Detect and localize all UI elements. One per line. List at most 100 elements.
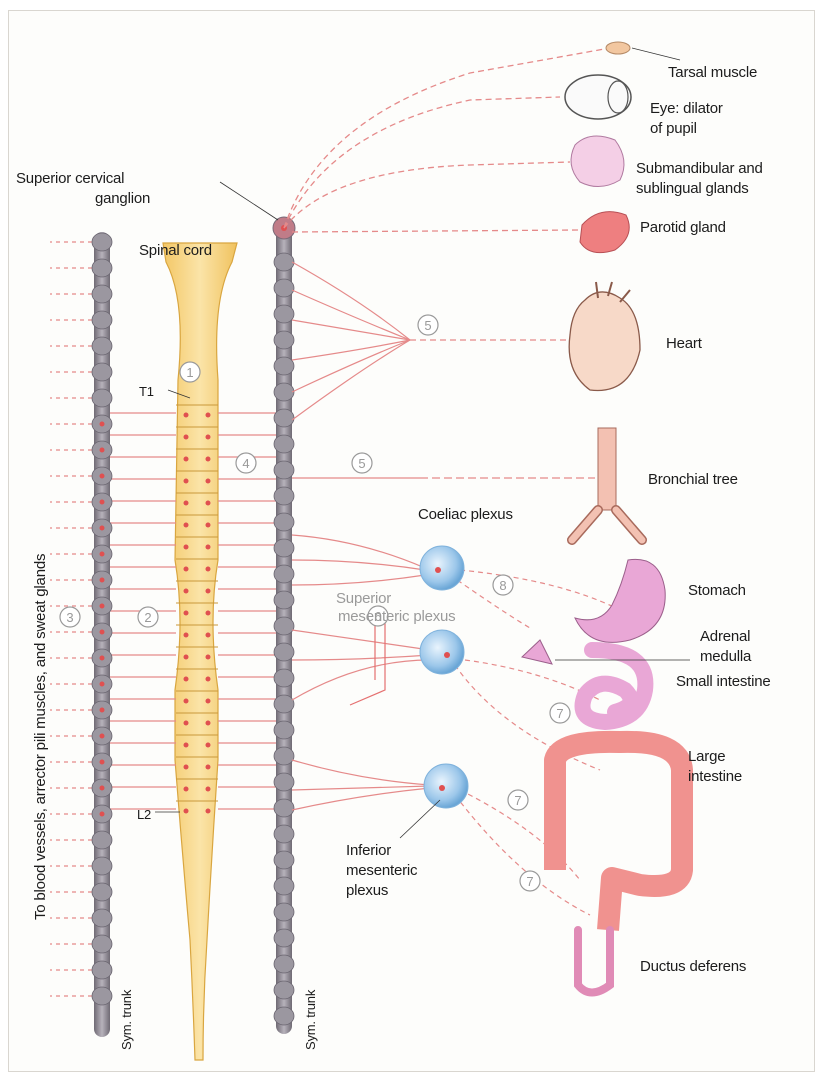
label-stomach: Stomach (688, 582, 746, 599)
submandibular-gland-icon (571, 136, 624, 187)
cord-neuron-dot (184, 501, 189, 506)
right-trunk-ganglion (274, 461, 294, 479)
cord-neuron-dot (206, 567, 211, 572)
cord-neuron-dot (206, 545, 211, 550)
cord-neuron-dot (184, 677, 189, 682)
inferior-mesenteric-ganglion (424, 764, 468, 808)
left-synapse-dot (100, 630, 105, 635)
cord-neuron-dot (184, 809, 189, 814)
cord-neuron-dot (184, 787, 189, 792)
adrenal-medulla-icon (522, 640, 552, 664)
cord-neuron-dot (184, 589, 189, 594)
right-trunk-ganglion (274, 981, 294, 999)
label-parotid-gland: Parotid gland (640, 219, 726, 236)
cord-neuron-dot (184, 413, 189, 418)
label-inferior-mesenteric-3: plexus (346, 882, 388, 899)
cord-neuron-dot (206, 413, 211, 418)
spinal-cord (163, 243, 237, 1060)
eye-icon (565, 75, 631, 119)
right-trunk-ganglion (274, 305, 294, 323)
marker-number: 3 (66, 610, 73, 625)
left-synapse-dot (100, 812, 105, 817)
cord-neuron-dot (184, 699, 189, 704)
large-intestine-icon (555, 742, 682, 930)
marker-number: 1 (186, 365, 193, 380)
cord-neuron-dot (184, 545, 189, 550)
left-trunk-ganglion (92, 337, 112, 355)
label-superior-cervical-1: Superior cervical (16, 170, 124, 187)
left-synapse-dot (100, 604, 105, 609)
marker-number: 7 (526, 874, 533, 889)
label-large-intestine-2: intestine (688, 768, 742, 785)
right-trunk-ganglion (274, 773, 294, 791)
nerve-fibres (50, 242, 276, 996)
cord-neuron-dot (206, 523, 211, 528)
left-synapse-dot (100, 656, 105, 661)
left-trunk-ganglion (92, 831, 112, 849)
right-trunk-ganglion (274, 591, 294, 609)
right-trunk-ganglion (274, 279, 294, 297)
label-tarsal-muscle: Tarsal muscle (668, 64, 757, 81)
label-submandibular-2: sublingual glands (636, 180, 749, 197)
cord-neuron-dot (206, 809, 211, 814)
cord-neuron-dot (184, 721, 189, 726)
marker-number: 5 (424, 318, 431, 333)
right-trunk-ganglion (274, 1007, 294, 1025)
cord-neuron-dot (206, 677, 211, 682)
cord-neuron-dot (206, 765, 211, 770)
bronchial-tree-icon (572, 428, 642, 540)
head-branches (284, 48, 610, 232)
label-adrenal-2: medulla (700, 648, 751, 665)
left-synapse-dot (100, 760, 105, 765)
right-trunk-ganglion (274, 877, 294, 895)
label-superior-mesenteric-1: Superior (336, 590, 391, 607)
left-trunk-ganglion (92, 363, 112, 381)
cord-neuron-dot (206, 633, 211, 638)
left-synapse-dot (100, 474, 105, 479)
left-trunk-ganglion (92, 233, 112, 251)
marker-number: 2 (144, 610, 151, 625)
heart-icon (569, 282, 640, 391)
right-trunk-ganglion (274, 929, 294, 947)
left-trunk-ganglion (92, 909, 112, 927)
left-trunk-ganglion (92, 285, 112, 303)
cord-neuron-dot (206, 787, 211, 792)
tarsal-muscle-icon (606, 42, 630, 54)
cord-neuron-dot (184, 765, 189, 770)
label-eye-dilator-2: of pupil (650, 120, 697, 137)
left-synapse-dot (100, 786, 105, 791)
cord-neuron-dot (184, 435, 189, 440)
right-trunk-ganglion (274, 643, 294, 661)
right-trunk-ganglion (274, 487, 294, 505)
right-trunk-ganglion (274, 747, 294, 765)
left-trunk-ganglion (92, 883, 112, 901)
right-trunk-ganglion (274, 409, 294, 427)
left-trunk-ganglion (92, 987, 112, 1005)
marker-number: 5 (358, 456, 365, 471)
small-intestine-icon (583, 650, 646, 722)
marker-number: 8 (499, 578, 506, 593)
left-trunk-ganglion (92, 389, 112, 407)
label-heart: Heart (666, 335, 702, 352)
cord-neuron-dot (206, 743, 211, 748)
right-trunk-ganglion (274, 331, 294, 349)
right-trunk-ganglion (274, 435, 294, 453)
label-l2: L2 (137, 806, 151, 823)
label-vertical-left: To blood vessels, arrector pili muscles,… (32, 360, 49, 920)
left-synapse-dot (100, 552, 105, 557)
label-large-intestine-1: Large (688, 748, 725, 765)
marker-number: 7 (514, 793, 521, 808)
cord-neuron-dot (206, 501, 211, 506)
left-trunk-ganglion (92, 935, 112, 953)
left-trunk-ganglion (92, 857, 112, 875)
label-ductus-deferens: Ductus deferens (640, 958, 746, 975)
label-inferior-mesenteric-2: mesenteric (346, 862, 417, 879)
cord-neuron-dot (206, 479, 211, 484)
right-trunk-ganglion (274, 253, 294, 271)
cord-neuron-dot (184, 633, 189, 638)
right-trunk-ganglion (274, 383, 294, 401)
left-synapse-dot (100, 734, 105, 739)
label-sym-trunk-right: Sym. trunk (302, 990, 319, 1050)
left-trunk-ganglion (92, 961, 112, 979)
left-synapse-dot (100, 682, 105, 687)
